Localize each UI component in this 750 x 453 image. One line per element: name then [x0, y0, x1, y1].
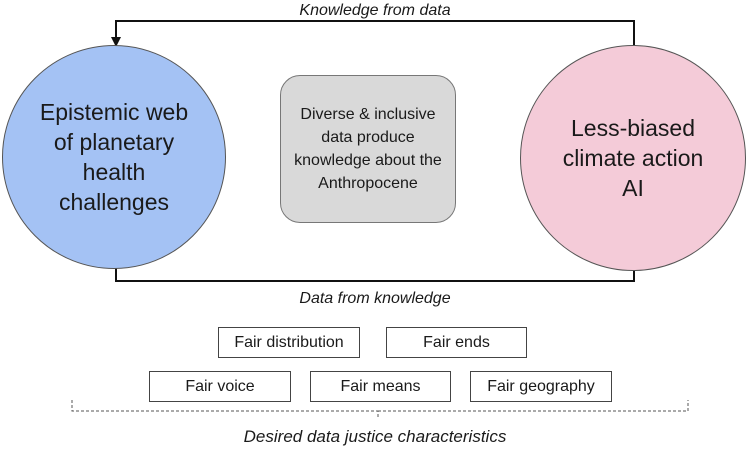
left-circle-node: Epistemic web of planetary health challe…: [2, 45, 226, 269]
characteristic-fair-ends: Fair ends: [386, 327, 527, 358]
footer-label: Desired data justice characteristics: [243, 427, 507, 446]
characteristic-fair-voice: Fair voice: [149, 371, 291, 402]
center-box-node: Diverse & inclusive data produce knowled…: [280, 75, 456, 223]
top-arrow: [111, 20, 635, 47]
characteristics-bracket: [71, 400, 689, 419]
characteristic-fair-geography: Fair geography: [470, 371, 612, 402]
left-circle-text: Epistemic web of planetary health challe…: [39, 99, 189, 215]
characteristic-fair-means: Fair means: [310, 371, 451, 402]
right-circle-text: Less-biased climate action AI: [562, 115, 704, 201]
bottom-arrow: [115, 258, 639, 282]
right-circle-node: Less-biased climate action AI: [520, 45, 746, 271]
center-box-text: Diverse & inclusive data produce knowled…: [294, 106, 442, 192]
top-edge-label: Knowledge from data: [299, 2, 451, 19]
characteristic-fair-distribution: Fair distribution: [218, 327, 360, 358]
bottom-edge-label: Data from knowledge: [299, 290, 451, 307]
